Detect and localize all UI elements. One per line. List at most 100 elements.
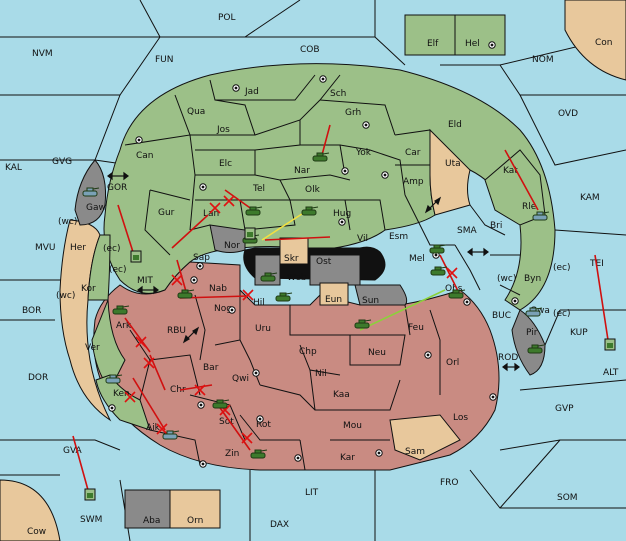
province-elc: Elc: [219, 159, 232, 169]
supply-center: [338, 218, 346, 226]
province-gur: Gur: [158, 208, 175, 218]
supply-center: [199, 183, 207, 191]
army-unit[interactable]: [527, 344, 545, 354]
army-unit[interactable]: [275, 292, 293, 302]
supply-center: [341, 167, 349, 175]
sea-gvg: GVG: [52, 157, 72, 167]
sea-gor: GOR: [107, 183, 127, 193]
sea-buc: BUC: [492, 311, 511, 321]
province-uru: Uru: [255, 324, 271, 334]
province-labels: Elf Hel Con Jad Sch Qua Grh Jos Eld Can …: [27, 38, 613, 537]
sea-nom: NOM: [532, 55, 554, 65]
province-orl: Orl: [446, 358, 459, 368]
province-gwa: Gwa: [530, 306, 550, 316]
province-ark: Ark: [116, 321, 132, 331]
sea-labels: POL NVM FUN COB NOM KAL GVG OVD KAM MVU …: [5, 13, 619, 530]
supply-center: [228, 306, 236, 314]
province-amp: Amp: [403, 177, 424, 187]
province-los: Los: [453, 413, 468, 423]
province-qwi: Qwi: [232, 374, 249, 384]
province-esm: Esm: [389, 232, 408, 242]
province-feu: Feu: [408, 323, 424, 333]
army-unit[interactable]: [354, 319, 372, 329]
garrison-unit[interactable]: [244, 227, 256, 240]
province-kar: Kar: [340, 453, 355, 463]
supply-center: [135, 136, 143, 144]
sea-swm: SWM: [80, 515, 102, 525]
sea-mit: MIT: [137, 276, 153, 286]
province-aba: Aba: [143, 516, 160, 526]
sea-kam: KAM: [580, 193, 600, 203]
garrison-unit[interactable]: [604, 338, 616, 351]
supply-center: [489, 393, 497, 401]
supply-center: [294, 454, 302, 462]
province-elf: Elf: [427, 39, 439, 49]
province-ost: Ost: [316, 257, 332, 267]
sea-mvu: MVU: [35, 243, 56, 253]
fleet-unit[interactable]: [162, 430, 180, 440]
province-lan: Lan: [203, 209, 219, 219]
province-orn: Orn: [187, 516, 203, 526]
order-crosses: [124, 195, 458, 444]
supply-center: [381, 171, 389, 179]
coast-her-ec: (ec): [103, 244, 121, 254]
province-car: Car: [405, 148, 421, 158]
fleet-unit[interactable]: [105, 374, 123, 384]
province-vil: Vil: [357, 234, 368, 244]
army-unit[interactable]: [448, 289, 466, 299]
supply-center: [511, 297, 519, 305]
army-unit[interactable]: [177, 289, 195, 299]
supply-center: [199, 460, 207, 468]
army-unit[interactable]: [429, 244, 447, 254]
sea-lit: LIT: [305, 488, 319, 498]
southern-landmass: [93, 261, 500, 471]
sea-rod: ROD: [498, 353, 518, 363]
army-unit[interactable]: [430, 266, 448, 276]
sea-dax: DAX: [270, 520, 289, 530]
army-unit[interactable]: [301, 206, 319, 216]
fleet-unit[interactable]: [82, 187, 100, 197]
supply-center: [463, 298, 471, 306]
sea-fun: FUN: [155, 55, 174, 65]
province-rot: Rot: [256, 420, 271, 430]
army-unit[interactable]: [260, 272, 278, 282]
province-pir: Pir: [526, 328, 538, 338]
fleet-unit[interactable]: [532, 211, 550, 221]
province-cow: Cow: [27, 527, 46, 537]
sea-alt: ALT: [603, 368, 619, 378]
province-nab: Nab: [209, 284, 227, 294]
supply-center: [196, 262, 204, 270]
army-unit[interactable]: [212, 399, 230, 409]
army-unit[interactable]: [250, 449, 268, 459]
army-unit[interactable]: [245, 206, 263, 216]
province-byn: Byn: [524, 274, 541, 284]
province-jad: Jad: [244, 87, 259, 97]
province-kor: Kor: [81, 284, 96, 294]
supply-center: [319, 75, 327, 83]
province-qua: Qua: [187, 107, 205, 117]
fleet-unit[interactable]: [525, 307, 543, 317]
province-yok: Yok: [355, 148, 372, 158]
province-ver: Ver: [85, 343, 100, 353]
province-her: Her: [70, 243, 86, 253]
province-hel: Hel: [465, 39, 480, 49]
province-sam: Sam: [405, 447, 425, 457]
sea-som: SOM: [557, 493, 578, 503]
province-kaa: Kaa: [333, 390, 350, 400]
province-hug: Hug: [333, 209, 351, 219]
supply-center: [108, 404, 116, 412]
sea-rbu: RBU: [167, 326, 186, 336]
sea-ovd: OVD: [558, 109, 578, 119]
supply-center: [256, 415, 264, 423]
army-unit[interactable]: [312, 152, 330, 162]
garrison-unit[interactable]: [130, 250, 142, 263]
coast-byn-ec: (ec): [553, 263, 571, 273]
province-mou: Mou: [343, 421, 362, 431]
sea-nvm: NVM: [32, 49, 53, 59]
army-unit[interactable]: [112, 305, 130, 315]
sea-dor: DOR: [28, 373, 48, 383]
supply-center: [424, 351, 432, 359]
sea-kup: KUP: [570, 328, 588, 338]
garrison-unit[interactable]: [84, 488, 96, 501]
